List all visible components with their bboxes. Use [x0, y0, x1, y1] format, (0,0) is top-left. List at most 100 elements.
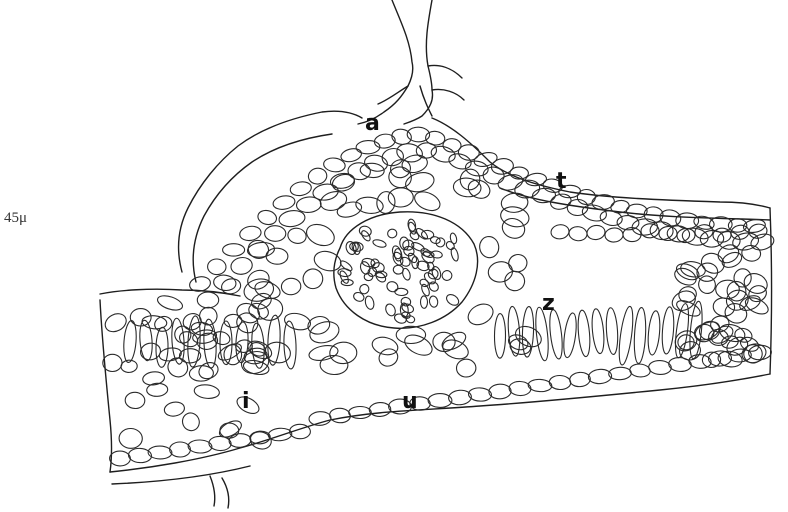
cell — [376, 346, 400, 369]
cell — [410, 241, 425, 253]
cell — [490, 157, 514, 175]
cell — [489, 384, 512, 400]
cell — [407, 221, 417, 235]
cell — [281, 278, 302, 296]
cell — [420, 296, 427, 309]
cell — [550, 224, 570, 241]
cell — [347, 162, 371, 180]
cell — [153, 314, 174, 333]
cell — [289, 180, 312, 197]
cell — [465, 300, 497, 329]
cell — [608, 367, 631, 380]
cell — [381, 147, 405, 168]
cell — [528, 379, 552, 392]
cell — [320, 355, 349, 375]
cell — [562, 312, 579, 358]
cell — [629, 363, 650, 377]
cell — [121, 360, 138, 373]
cell — [445, 240, 456, 251]
cell — [648, 360, 671, 375]
cell — [329, 342, 357, 365]
cell — [668, 357, 692, 372]
cell — [507, 306, 522, 356]
cell — [478, 235, 500, 259]
label-z: z — [542, 291, 555, 316]
cell — [239, 225, 262, 242]
cell — [548, 309, 565, 360]
cell — [223, 244, 245, 256]
cell — [632, 218, 658, 235]
cell — [369, 402, 391, 417]
cell — [588, 368, 612, 384]
cell — [430, 236, 441, 245]
cell — [353, 243, 360, 255]
vascular-bundle — [334, 212, 478, 328]
cell — [696, 274, 717, 296]
cell — [429, 295, 439, 307]
cell — [428, 394, 452, 408]
cell — [401, 267, 411, 281]
cell — [448, 389, 472, 405]
cell — [256, 209, 278, 227]
cell — [748, 345, 772, 361]
cell — [364, 295, 375, 310]
cell — [156, 293, 185, 313]
cell — [220, 321, 232, 365]
cell — [339, 259, 354, 272]
cell — [372, 238, 387, 248]
cell — [464, 160, 489, 178]
cell — [308, 343, 340, 362]
cell — [741, 244, 762, 263]
cell — [696, 262, 719, 283]
cell — [356, 140, 380, 154]
cell — [387, 229, 397, 239]
cell — [441, 269, 454, 282]
cell — [434, 236, 446, 248]
cell — [506, 252, 529, 274]
cell — [465, 177, 492, 202]
label-a: a — [365, 111, 380, 136]
cell — [196, 360, 220, 382]
cell — [307, 167, 327, 185]
cell — [647, 310, 662, 355]
cell — [633, 307, 647, 364]
cell — [389, 158, 413, 180]
cell — [393, 265, 403, 274]
cell — [286, 226, 307, 245]
label-t: t — [556, 169, 567, 194]
cell — [458, 167, 483, 193]
cell — [713, 228, 731, 242]
cell — [680, 260, 707, 279]
label-u: u — [402, 389, 418, 414]
cell — [230, 256, 254, 276]
cell — [349, 406, 372, 418]
cell — [590, 308, 605, 354]
cell — [568, 226, 588, 242]
cell — [512, 322, 544, 350]
cell — [303, 221, 337, 250]
cell — [419, 278, 430, 288]
cell — [385, 280, 399, 294]
cell — [148, 446, 172, 459]
cell — [549, 375, 571, 390]
cell — [395, 288, 408, 296]
cell — [569, 372, 591, 388]
cell — [494, 314, 505, 359]
cell — [125, 392, 146, 409]
cell — [482, 166, 505, 185]
cell — [119, 428, 143, 449]
cell — [724, 279, 748, 304]
cell — [207, 259, 226, 275]
cell — [456, 359, 476, 378]
cell — [743, 218, 767, 234]
cell — [499, 215, 527, 241]
cell — [188, 440, 212, 454]
cell — [213, 274, 237, 292]
trichome — [358, 0, 464, 124]
cell — [158, 346, 182, 362]
cell — [605, 307, 619, 354]
cell — [163, 401, 185, 418]
cell — [264, 225, 286, 241]
cell — [617, 306, 636, 366]
cell — [267, 315, 282, 366]
